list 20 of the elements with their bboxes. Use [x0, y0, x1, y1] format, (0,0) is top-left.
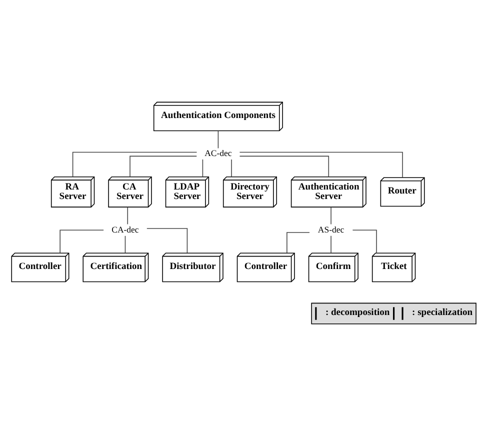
- connector: [146, 228, 188, 253]
- connector: [60, 229, 104, 253]
- connector: [127, 206, 128, 224]
- node-text: AS-dec: [318, 224, 344, 234]
- connector: [202, 158, 204, 177]
- connector: [330, 235, 332, 253]
- connector: [124, 235, 126, 253]
- connector: [231, 158, 232, 177]
- connector: [352, 229, 377, 253]
- legend-label: : specialization: [412, 308, 473, 318]
- connector: [286, 232, 310, 253]
- connector: [72, 151, 198, 177]
- connector: [239, 155, 330, 177]
- node-text: CA-dec: [112, 224, 139, 234]
- legend-label: : decomposition: [325, 308, 390, 318]
- connector: [239, 151, 403, 178]
- connector: [218, 130, 219, 148]
- node-text: AC-dec: [204, 148, 232, 158]
- connector: [130, 155, 198, 177]
- connector: [330, 206, 332, 224]
